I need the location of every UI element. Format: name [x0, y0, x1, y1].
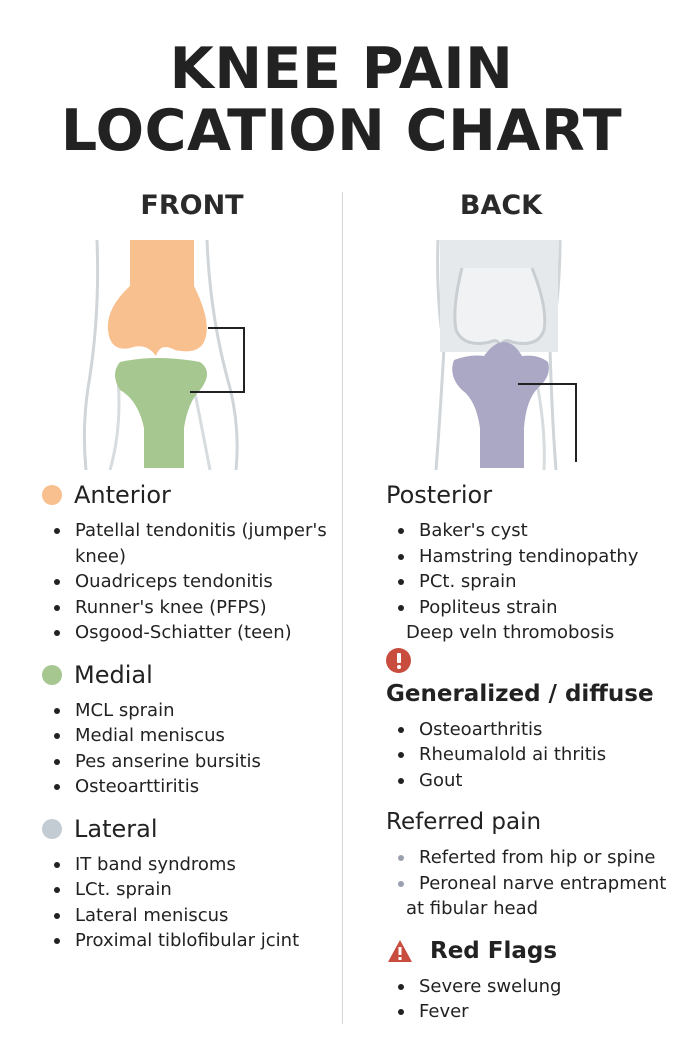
- referred-heading: Referred pain: [386, 805, 676, 839]
- posterior-heading-label: Posterior: [386, 481, 493, 509]
- generalized-list: Osteoarthritis Rheumalold ai thritis Gou…: [386, 717, 676, 794]
- title-line-1: KNEE PAIN: [169, 36, 514, 102]
- list-item: Ouadriceps tendonitis: [42, 569, 342, 595]
- list-item: Lateral meniscus: [42, 903, 342, 929]
- back-pointer-line: [518, 383, 577, 462]
- list-item: Osgood-Schiatter (teen): [42, 620, 342, 646]
- list-item: Fever: [386, 999, 676, 1025]
- medial-heading: Medial: [42, 658, 342, 692]
- list-item: Medial meniscus: [42, 723, 342, 749]
- list-item: Popliteus strain: [386, 595, 676, 621]
- title-line-2: LOCATION CHART: [60, 98, 623, 164]
- list-item: Referted from hip or spine: [386, 845, 676, 871]
- femur-anterior-shape: [107, 240, 207, 356]
- list-item: Gout: [386, 768, 676, 794]
- anterior-heading: Anterior: [42, 478, 342, 512]
- anterior-color-dot: [42, 485, 62, 505]
- red-flags-list: Severe swelung Fever: [386, 974, 676, 1025]
- front-inner-left: [108, 377, 121, 470]
- red-flags-heading-label: Red Flags: [430, 937, 558, 964]
- list-item: PCt. sprain: [386, 569, 676, 595]
- list-item: Proximal tiblofibular jcint: [42, 928, 342, 954]
- alert-icon: [386, 647, 411, 673]
- tibia-posterior-shape: [452, 342, 549, 468]
- list-item: Osteoarttiritis: [42, 774, 342, 800]
- front-pointer-line: [190, 327, 245, 393]
- page-title: KNEE PAIN LOCATION CHART: [0, 38, 683, 162]
- list-item: LCt. sprain: [42, 877, 342, 903]
- list-item: Deep veln thromobosis: [406, 622, 615, 643]
- list-item: at fibular head: [406, 898, 539, 919]
- medial-heading-label: Medial: [74, 660, 153, 689]
- back-view-label: BACK: [459, 190, 543, 221]
- list-item: Severe swelung: [386, 974, 676, 1000]
- list-item: Patellal tendonitis (jumper's knee): [42, 518, 342, 569]
- generalized-heading: Generalized / diffuse: [386, 677, 676, 711]
- left-column: Anterior Patellal tendonitis (jumper's k…: [42, 478, 342, 966]
- list-item: IT band syndroms: [42, 852, 342, 878]
- right-column: Posterior Baker's cyst Hamstring tendino…: [386, 478, 676, 1037]
- list-item: Runner's knee (PFPS): [42, 595, 342, 621]
- list-item: Peroneal narve entrapment: [386, 871, 676, 897]
- generalized-heading-label: Generalized / diffuse: [386, 680, 654, 707]
- back-knee-illustration: [434, 239, 577, 470]
- front-knee-illustration: [82, 239, 245, 470]
- femur-back-condyles: [453, 267, 547, 351]
- posterior-heading: Posterior: [386, 478, 676, 512]
- posterior-list: Baker's cyst Hamstring tendinopathy PCt.…: [386, 518, 676, 646]
- red-flags-heading: Red Flags: [386, 934, 676, 968]
- warning-icon: [388, 939, 412, 962]
- medial-color-dot: [42, 664, 62, 685]
- referred-heading-label: Referred pain: [386, 809, 542, 835]
- list-item: Osteoarthritis: [386, 717, 676, 743]
- lateral-heading: Lateral: [42, 812, 342, 846]
- list-item: Pes anserine bursitis: [42, 749, 342, 775]
- medial-list: MCL sprain Medial meniscus Pes anserine …: [42, 698, 342, 800]
- back-inner-right: [534, 377, 546, 470]
- list-item: Rheumalold ai thritis: [386, 742, 676, 768]
- column-divider: [342, 192, 343, 1024]
- lateral-list: IT band syndroms LCt. sprain Lateral men…: [42, 852, 342, 954]
- anterior-list: Patellal tendonitis (jumper's knee) Ouad…: [42, 518, 342, 646]
- front-outline-left: [82, 239, 100, 470]
- front-view-label: FRONT: [140, 190, 244, 221]
- front-outline-right: [205, 239, 239, 470]
- list-item: Hamstring tendinopathy: [386, 544, 676, 570]
- lateral-heading-label: Lateral: [74, 814, 158, 843]
- tibia-medial-shape: [115, 358, 207, 468]
- lateral-color-dot: [42, 818, 62, 839]
- anterior-heading-label: Anterior: [74, 481, 171, 509]
- list-item: MCL sprain: [42, 698, 342, 724]
- list-item: Baker's cyst: [386, 518, 676, 544]
- referred-list: Referted from hip or spine Peroneal narv…: [386, 845, 676, 922]
